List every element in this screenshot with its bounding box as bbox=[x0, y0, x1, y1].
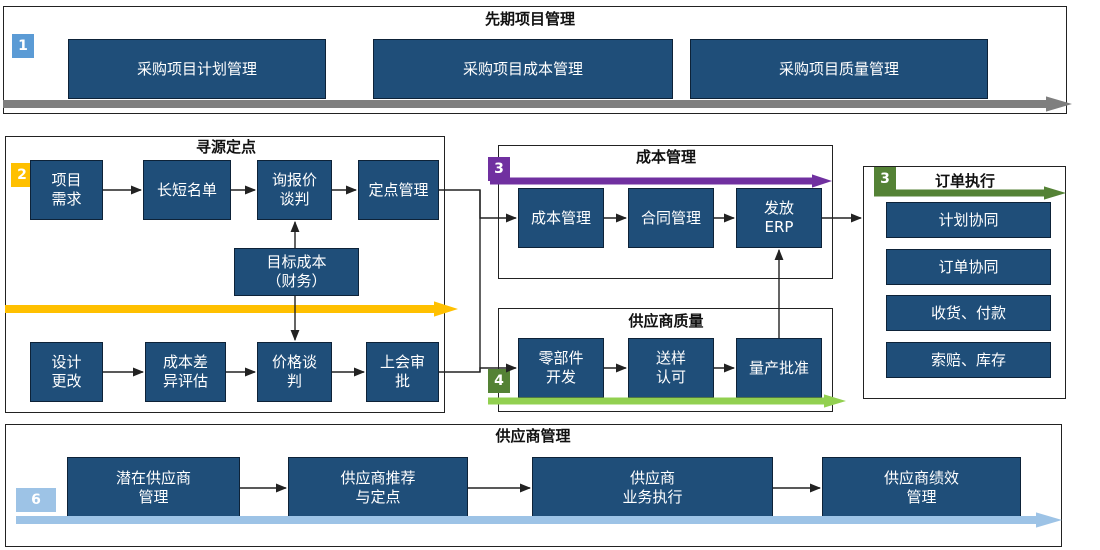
cost-mgmt-box[interactable]: 采购项目成本管理 bbox=[373, 39, 673, 99]
plan-coordination-box[interactable]: 计划协同 bbox=[886, 202, 1051, 238]
design-change-box[interactable]: 设计 更改 bbox=[30, 342, 103, 402]
mass-production-box[interactable]: 量产批准 bbox=[736, 338, 822, 398]
supplier-mgmt-badge: 6 bbox=[16, 488, 56, 512]
parts-development-box[interactable]: 零部件 开发 bbox=[518, 338, 604, 398]
quality-mgmt-box[interactable]: 采购项目质量管理 bbox=[690, 39, 988, 99]
target-cost-box[interactable]: 目标成本 （财务） bbox=[234, 248, 359, 296]
claim-inventory-box[interactable]: 索赔、库存 bbox=[886, 342, 1051, 378]
receipt-payment-box[interactable]: 收货、付款 bbox=[886, 295, 1051, 331]
sourcing-title: 寻源定点 bbox=[195, 138, 256, 156]
supplier-quality-badge: 4 bbox=[488, 369, 510, 393]
cost-diff-box[interactable]: 成本差 异评估 bbox=[145, 342, 226, 402]
supplier-recommend-box[interactable]: 供应商推荐 与定点 bbox=[288, 457, 468, 519]
early-stage-badge: 1 bbox=[12, 34, 34, 58]
price-negotiation-box[interactable]: 价格谈 判 bbox=[257, 342, 332, 402]
cost-title: 成本管理 bbox=[635, 148, 696, 166]
meeting-review-box[interactable]: 上会审 批 bbox=[366, 342, 439, 402]
order-exec-badge: 3 bbox=[874, 167, 896, 191]
cost-management-box[interactable]: 成本管理 bbox=[518, 188, 604, 248]
nomination-mgmt-box[interactable]: 定点管理 bbox=[358, 160, 439, 220]
sourcing-badge: 2 bbox=[11, 163, 33, 187]
project-demand-box[interactable]: 项目 需求 bbox=[30, 160, 103, 220]
plan-mgmt-box[interactable]: 采购项目计划管理 bbox=[68, 39, 326, 99]
supplier-performance-box[interactable]: 供应商绩效 管理 bbox=[822, 457, 1021, 519]
contract-management-box[interactable]: 合同管理 bbox=[628, 188, 714, 248]
inquiry-negotiation-box[interactable]: 询报价 谈判 bbox=[257, 160, 332, 220]
release-erp-box[interactable]: 发放 ERP bbox=[736, 188, 822, 248]
short-list-box[interactable]: 长短名单 bbox=[143, 160, 231, 220]
early-stage-title: 先期项目管理 bbox=[484, 10, 575, 28]
cost-badge: 3 bbox=[488, 157, 510, 181]
order-coordination-box[interactable]: 订单协同 bbox=[886, 249, 1051, 285]
supplier-mgmt-title: 供应商管理 bbox=[495, 427, 571, 445]
supplier-quality-title: 供应商质量 bbox=[628, 312, 704, 330]
order-exec-title: 订单执行 bbox=[934, 172, 995, 190]
sample-approval-box[interactable]: 送样 认可 bbox=[628, 338, 714, 398]
supplier-business-box[interactable]: 供应商 业务执行 bbox=[532, 457, 773, 519]
potential-supplier-box[interactable]: 潜在供应商 管理 bbox=[67, 457, 240, 519]
